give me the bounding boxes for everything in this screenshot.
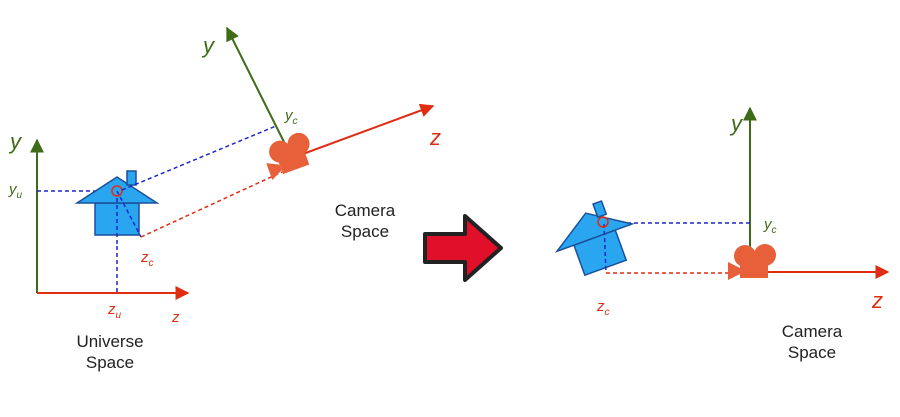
camera-y-axis-label: y <box>201 33 216 58</box>
house-rotated-icon <box>545 193 644 283</box>
universe-z-c-label: zc <box>140 249 154 269</box>
middle-caption-line2: Space <box>341 222 389 241</box>
camera-y-axis <box>226 26 293 159</box>
camera-space-z-c-label: zc <box>596 298 610 318</box>
camera-space-panel: y yc z zc Camera Space <box>545 106 890 362</box>
middle-caption-line1: Camera <box>335 201 396 220</box>
blue-dashed-to-camera-y <box>121 125 277 191</box>
camera-space-caption-line2: Space <box>788 343 836 362</box>
transform-indicator: Camera Space <box>335 201 503 282</box>
universe-space-panel: y yu zu z Universe Space zc y yc z <box>8 26 441 372</box>
camera-space-y-axis-label: y <box>729 111 744 136</box>
universe-z-u-label: zu <box>107 301 122 321</box>
camera-icon <box>260 129 318 181</box>
camera-space-z-axis-label: z <box>871 288 883 313</box>
camera-y-c-label: yc <box>284 107 298 127</box>
house-inner-diagonal-dash <box>116 190 142 238</box>
universe-z-axis-label: z <box>171 309 180 326</box>
universe-space-caption-line1: Universe <box>76 332 143 351</box>
red-dashed-to-camera-z <box>140 171 283 238</box>
house-rotated-origin-marker <box>597 216 609 228</box>
camera-space-camera-icon <box>728 244 776 280</box>
camera-z-axis-label: z <box>429 125 441 150</box>
universe-space-caption-line2: Space <box>86 353 134 372</box>
house-rotated-inner-dash <box>603 223 607 274</box>
camera-z-axis <box>291 103 435 159</box>
universe-y-u-label: yu <box>8 181 23 201</box>
right-arrow-icon <box>423 214 503 282</box>
camera-space-caption-line1: Camera <box>782 322 843 341</box>
camera-space-y-c-label: yc <box>763 216 777 236</box>
universe-y-axis-label: y <box>8 129 23 154</box>
house-origin-marker <box>111 185 123 197</box>
